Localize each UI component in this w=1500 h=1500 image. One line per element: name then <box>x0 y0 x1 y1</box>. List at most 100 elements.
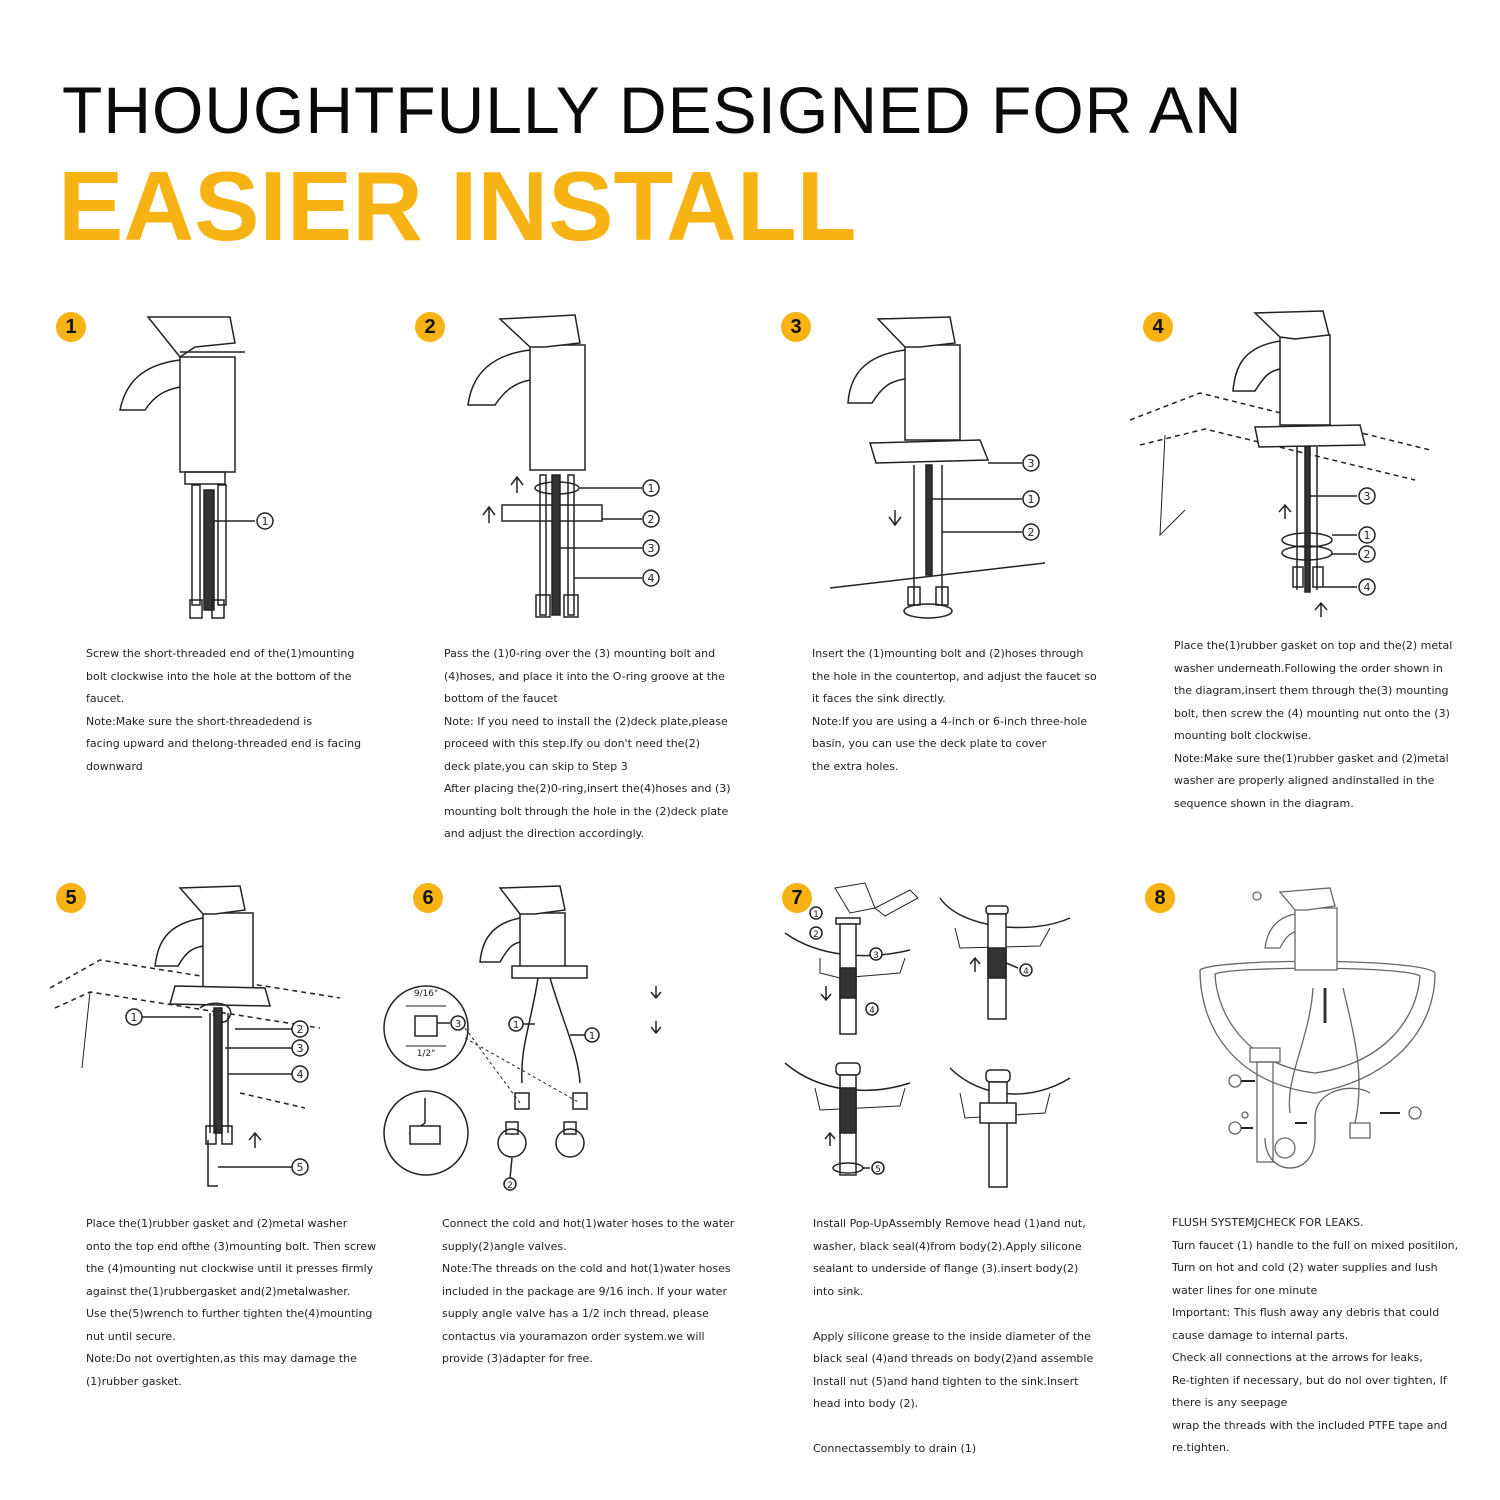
step-8-badge: 8 <box>1145 883 1175 913</box>
step-2-badge: 2 <box>415 312 445 342</box>
description-line: the (4)mounting nut clockwise until it p… <box>86 1262 374 1275</box>
step-1-callout: 1 <box>262 515 269 528</box>
description-line: Install Pop-UpAssembly Remove head (1)an… <box>813 1217 1086 1230</box>
step-1-badge: 1 <box>56 312 86 342</box>
description-line: against the(1)rubbergasket and(2)metalwa… <box>86 1284 351 1298</box>
page-title-line-2: EASIER INSTALL <box>58 151 857 261</box>
description-line: bolt clockwise into the hole at the bott… <box>86 669 352 683</box>
description-line: Apply silicone grease to the inside diam… <box>813 1329 1091 1343</box>
description-line: Use the(5)wrench to further tighten the(… <box>86 1307 373 1320</box>
step-4-description: Place the(1)rubber gasket on top and the… <box>1174 635 1452 815</box>
description-line: cause damage to internal parts. <box>1172 1328 1349 1342</box>
description-line: faucet. <box>86 692 125 705</box>
description-line: Note: If you need to install the (2)deck… <box>444 714 728 728</box>
description-line: Note:The threads on the cold and hot(1)w… <box>442 1262 731 1275</box>
step-2-callout: 1 <box>648 482 655 495</box>
description-line: onto the top end ofthe (3)mounting bolt.… <box>86 1239 377 1253</box>
step-7-callout: 3 <box>873 951 879 961</box>
description-line: Connectassembly to drain (1) <box>813 1442 977 1455</box>
description-line: Turn faucet (1) handle to the full on mi… <box>1172 1238 1459 1252</box>
step-4-faucet-illustration: 3 1 2 4 <box>1129 310 1431 617</box>
step-5-callout: 2 <box>297 1023 304 1036</box>
description-line: deck plate,you can skip to Step 3 <box>444 759 628 773</box>
description-line: re.tighten. <box>1172 1441 1230 1454</box>
step-8-description: FLUSH SYSTEMJCHECK FOR LEAKS.Turn faucet… <box>1172 1212 1458 1460</box>
description-line: After placing the(2)0-ring,insert the(4)… <box>444 782 731 795</box>
description-line: the diagram,insert them through the(3) m… <box>1174 684 1449 697</box>
description-line: sealant to underside of flange (3).inser… <box>813 1262 1079 1275</box>
step-2-callout: 3 <box>648 542 655 555</box>
description-line: provide (3)adapter for free. <box>442 1352 593 1365</box>
description-line: and adjust the direction accordingly. <box>444 827 645 840</box>
step-1-description: Screw the short-threaded end of the(1)mo… <box>86 643 361 778</box>
step-3-faucet-illustration: 3 1 2 <box>830 316 1046 619</box>
step-7-callout: 5 <box>875 1165 881 1175</box>
description-line: bottom of the faucet <box>444 692 558 705</box>
step-6-callout: 1 <box>513 1020 519 1031</box>
description-line <box>813 1303 1093 1326</box>
step-5-description: Place the(1)rubber gasket and (2)metal w… <box>86 1213 376 1393</box>
description-line: mounting bolt clockwise. <box>1174 729 1312 742</box>
step-6-description: Connect the cold and hot(1)water hoses t… <box>442 1213 734 1371</box>
step-3-callout: 2 <box>1028 526 1035 539</box>
description-line: the hole in the countertop, and adjust t… <box>812 669 1097 683</box>
description-line: wrap the threads with the included PTFE … <box>1172 1418 1448 1432</box>
step-6-callout: 1 <box>589 1031 595 1042</box>
description-line: Install nut (5)and hand tighten to the s… <box>813 1374 1079 1388</box>
step-4-callout: 1 <box>1364 529 1371 542</box>
step-7-callout: 1 <box>813 910 819 920</box>
description-line: Re-tighten if necessary, but do nol over… <box>1172 1373 1447 1387</box>
description-line: washer, black seal(4)from body(2).Apply … <box>813 1239 1082 1253</box>
step-3-callout: 3 <box>1028 457 1035 470</box>
step-7-callout: 4 <box>869 1006 875 1016</box>
step-4-badge: 4 <box>1143 312 1173 342</box>
description-line: Check all connections at the arrows for … <box>1172 1351 1423 1364</box>
step-6-callout: 2 <box>507 1181 513 1191</box>
step-5-callout: 1 <box>131 1011 138 1024</box>
step-7-badge: 7 <box>782 883 812 913</box>
description-line: there is any seepage <box>1172 1396 1288 1409</box>
step-4-callout: 4 <box>1364 581 1371 594</box>
step-5-faucet-illustration: 1 2 3 4 5 <box>50 885 341 1187</box>
description-line: contactus via youramazon order system.we… <box>442 1329 705 1343</box>
description-line: water lines for one minute <box>1172 1283 1318 1297</box>
description-line: Important: This flush away any debris th… <box>1172 1306 1440 1319</box>
description-line: (1)rubber gasket. <box>86 1374 182 1388</box>
adapter-dimension-1-2: 1/2" <box>417 1049 436 1059</box>
description-line: sequence shown in the diagram. <box>1174 796 1354 810</box>
description-line: proceed with this step.Ify ou don't need… <box>444 737 701 750</box>
page-title-line-1: THOUGHTFULLY DESIGNED FOR AN <box>62 73 1243 147</box>
step-7-callout: 4 <box>1023 967 1029 977</box>
description-line: washer are properly aligned andinstalled… <box>1174 774 1435 787</box>
step-6-callout: 3 <box>455 1019 461 1030</box>
description-line: downward <box>86 759 143 773</box>
description-line: the extra holes. <box>812 759 899 773</box>
step-3-callout: 1 <box>1028 493 1035 506</box>
step-2-callout: 2 <box>648 513 655 526</box>
description-line: Turn on hot and cold (2) water supplies … <box>1172 1261 1438 1274</box>
step-5-callout: 5 <box>297 1161 304 1174</box>
description-line: Note:If you are using a 4-inch or 6-inch… <box>812 714 1088 728</box>
description-line: Pass the (1)0-ring over the (3) mounting… <box>444 647 716 660</box>
adapter-dimension-9-16: 9/16" <box>414 989 438 999</box>
description-line: basin, you can use the deck plate to cov… <box>812 737 1047 750</box>
description-line: Connect the cold and hot(1)water hoses t… <box>442 1217 735 1230</box>
description-line: head into body (2). <box>813 1397 919 1410</box>
description-line: Note:Make sure the(1)rubber gasket and (… <box>1174 751 1449 765</box>
description-line: black seal (4)and threads on body(2)and … <box>813 1352 1094 1365</box>
description-line: it faces the sink directly. <box>812 692 946 705</box>
step-4-callout: 2 <box>1364 548 1371 561</box>
description-line: Place the(1)rubber gasket and (2)metal w… <box>86 1217 348 1230</box>
step-7-description: Install Pop-UpAssembly Remove head (1)an… <box>813 1213 1093 1461</box>
description-line: Note:Make sure the short-threadedend is <box>86 714 313 728</box>
description-line: supply(2)angle valves. <box>442 1239 567 1253</box>
description-line: (4)hoses, and place it into the O-ring g… <box>444 669 725 683</box>
description-line: included in the package are 9/16 inch. I… <box>442 1284 728 1298</box>
step-6-badge: 6 <box>413 883 443 913</box>
step-3-description: Insert the (1)mounting bolt and (2)hoses… <box>812 643 1097 778</box>
step-3-badge: 3 <box>781 312 811 342</box>
description-line: mounting bolt through the hole in the (2… <box>444 804 729 818</box>
description-line: Place the(1)rubber gasket on top and the… <box>1174 639 1453 652</box>
description-line: nut until secure. <box>86 1329 176 1343</box>
description-line: Screw the short-threaded end of the(1)mo… <box>86 647 355 660</box>
